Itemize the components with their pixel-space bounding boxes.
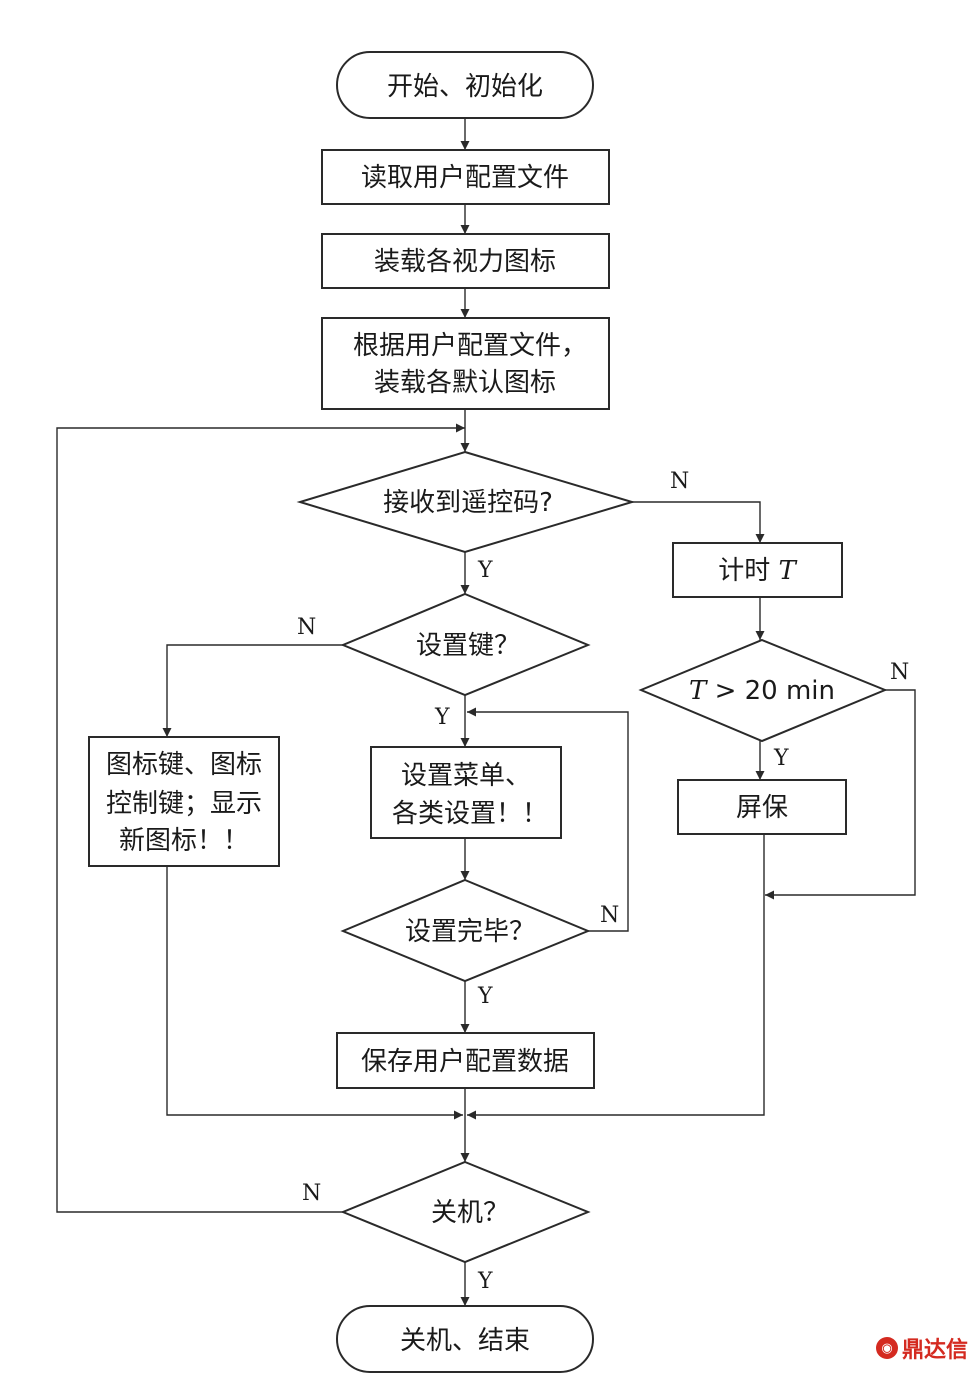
arrow-timeout-no (765, 689, 916, 900)
timer-box: 计时 T (672, 542, 843, 598)
read-config-label: 读取用户配置文件 (361, 163, 569, 193)
start-terminal: 开始、初始化 (336, 51, 594, 119)
settings-menu-line1: 设置菜单、 (401, 761, 531, 791)
receive-code-diamond: 接收到遥控码? (296, 450, 636, 554)
screensaver-label: 屏保 (736, 793, 788, 823)
setting-key-label: 设置键？ (416, 631, 520, 661)
read-config-box: 读取用户配置文件 (321, 149, 610, 205)
receive-yes-label: Y (477, 558, 493, 583)
watermark-text: 鼎达信 (901, 1338, 968, 1363)
screensaver-box: 屏保 (677, 779, 847, 835)
timeout-rest: > 20 min (706, 676, 835, 706)
load-default-icons-box: 根据用户配置文件， 装载各默认图标 (321, 317, 610, 410)
arrow-shutdown-no-loop (56, 423, 465, 1213)
load-default-label-line1: 根据用户配置文件， (353, 331, 587, 361)
icon-key-line3: 新图标！！ (119, 826, 249, 856)
timeout-yes-label: Y (773, 746, 789, 771)
load-vision-icons-label: 装载各视力图标 (374, 247, 556, 277)
shutdown-label: 关机？ (431, 1198, 509, 1228)
settings-menu-box: 设置菜单、 各类设置！！ (370, 746, 562, 839)
end-label: 关机、结束 (400, 1326, 530, 1356)
icon-key-line2: 控制键；显示 (106, 789, 262, 819)
settings-done-diamond: 设置完毕？ (340, 878, 591, 983)
shutdown-yes-label: Y (477, 1269, 493, 1294)
load-vision-icons-box: 装载各视力图标 (321, 233, 610, 289)
watermark: ◉ 鼎达信 (875, 1332, 968, 1364)
timer-label: 计时 T (718, 556, 797, 586)
receive-no-label: N (670, 469, 689, 494)
branch-labels: N Y N Y N Y N Y N Y (297, 469, 909, 1294)
icon-key-line1: 图标键、图标 (106, 750, 262, 780)
watermark-logo-icon: ◉ (875, 1337, 898, 1359)
receive-code-label: 接收到遥控码? (383, 488, 553, 518)
shutdown-no-label: N (302, 1181, 321, 1206)
icon-key-box: 图标键、图标 控制键；显示 新图标！！ (88, 736, 280, 867)
settings-done-label: 设置完毕？ (405, 917, 535, 947)
setting-key-diamond: 设置键？ (340, 592, 591, 697)
arrow-receive-no (632, 501, 765, 543)
end-terminal: 关机、结束 (336, 1305, 594, 1373)
settings-menu-line2: 各类设置！！ (392, 799, 548, 829)
save-config-box: 保存用户配置数据 (336, 1032, 595, 1089)
timeout-no-label: N (890, 660, 909, 685)
start-label: 开始、初始化 (387, 72, 543, 102)
done-no-label: N (600, 903, 619, 928)
timeout-diamond: T > 20 min (638, 638, 888, 743)
save-config-label: 保存用户配置数据 (361, 1047, 569, 1077)
setting-yes-label: Y (434, 705, 450, 730)
connectors (56, 118, 916, 1306)
done-yes-label: Y (477, 984, 493, 1009)
arrow-icon-merge (166, 866, 463, 1120)
setting-no-label: N (297, 615, 316, 640)
arrow-setting-no (162, 644, 343, 737)
timer-prefix: 计时 (718, 556, 778, 586)
timer-var: T (778, 556, 797, 586)
arrow-done-no-loop (467, 707, 629, 932)
shutdown-diamond: 关机？ (340, 1160, 591, 1264)
load-default-label-line2: 装载各默认图标 (374, 368, 556, 398)
timeout-var: T (689, 676, 708, 706)
timeout-label: T > 20 min (689, 676, 835, 706)
arrow-screensaver-merge (467, 834, 765, 1120)
